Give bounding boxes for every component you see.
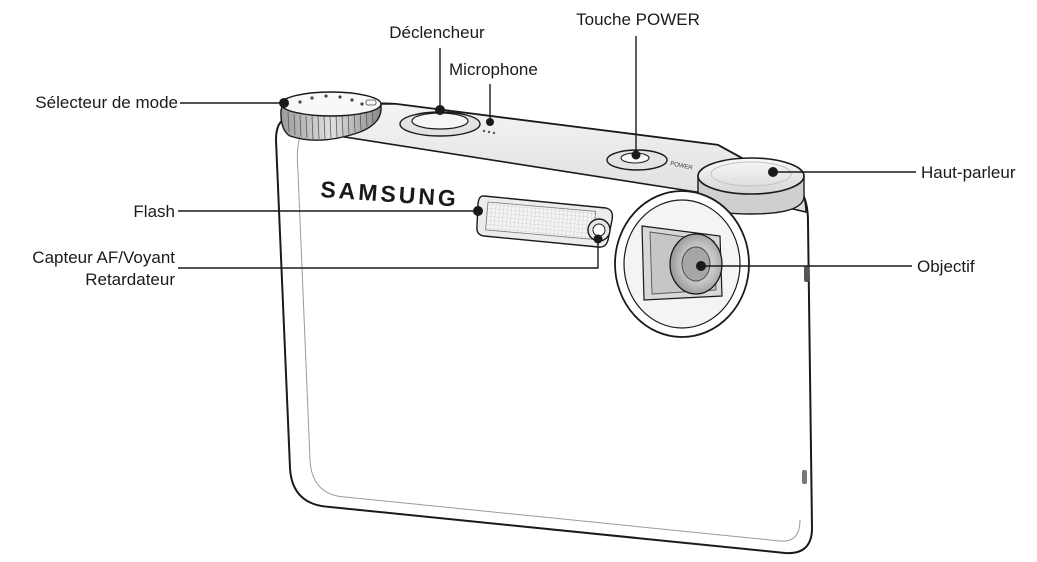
shutter-button xyxy=(399,111,481,137)
callout-af-sensor: Capteur AF/Voyant Retardateur xyxy=(32,234,603,289)
lens-assembly xyxy=(614,190,750,338)
callout-speaker: Haut-parleur xyxy=(768,163,1016,182)
speaker-element xyxy=(697,157,805,215)
side-strap-lug xyxy=(804,266,809,282)
label-flash: Flash xyxy=(133,202,175,221)
callout-lens: Objectif xyxy=(696,257,975,276)
label-microphone: Microphone xyxy=(449,60,538,79)
side-port xyxy=(802,470,807,484)
label-lens: Objectif xyxy=(917,257,975,276)
marker-speaker xyxy=(768,167,778,177)
label-mode-selector: Sélecteur de mode xyxy=(35,93,178,112)
power-button: POWER xyxy=(606,149,694,172)
callout-flash: Flash xyxy=(133,202,483,221)
marker-lens xyxy=(696,261,706,271)
body-inner-edge xyxy=(296,135,801,542)
leader-af-sensor xyxy=(178,240,599,269)
power-marking: POWER xyxy=(670,161,694,172)
callout-shutter: Déclencheur xyxy=(389,23,485,115)
af-sensor-lamp xyxy=(587,218,611,242)
callout-power: Touche POWER xyxy=(576,10,700,160)
marker-microphone xyxy=(486,118,494,126)
camera-illustration: POWER SAMSUNG xyxy=(274,91,814,555)
label-speaker: Haut-parleur xyxy=(921,163,1016,182)
marker-mode-selector xyxy=(279,98,289,108)
marker-shutter xyxy=(435,105,445,115)
microphone-holes xyxy=(482,129,496,135)
label-af-sensor-line1: Capteur AF/Voyant xyxy=(32,248,175,267)
marker-flash xyxy=(473,206,483,216)
marker-af-sensor xyxy=(593,234,603,244)
callout-microphone: Microphone xyxy=(449,60,538,126)
label-shutter: Déclencheur xyxy=(389,23,485,42)
callout-mode-selector: Sélecteur de mode xyxy=(35,93,289,112)
label-power-button: Touche POWER xyxy=(576,10,700,29)
marker-power xyxy=(631,150,641,160)
label-af-sensor-line2: Retardateur xyxy=(85,270,175,289)
mode-dial xyxy=(280,91,382,141)
